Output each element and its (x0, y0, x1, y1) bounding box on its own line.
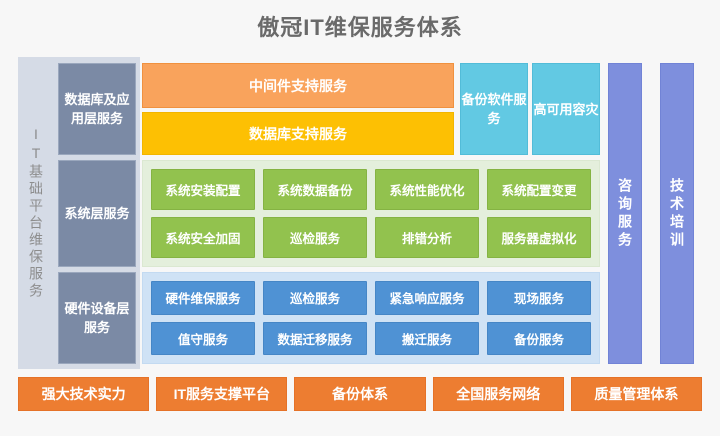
layer-label-system[interactable]: 系统层服务 (58, 160, 136, 267)
system-item-config-change[interactable]: 系统配置变更 (487, 169, 591, 210)
system-item-data-backup[interactable]: 系统数据备份 (263, 169, 367, 210)
hardware-item-duty-service[interactable]: 值守服务 (151, 321, 255, 355)
system-item-install-config[interactable]: 系统安装配置 (151, 169, 255, 210)
box-high-availability-dr[interactable]: 高可用容灾 (532, 63, 600, 155)
column-consulting-service[interactable]: 咨询服务 (608, 63, 642, 364)
system-layer-group: 系统安装配置 系统数据备份 系统性能优化 系统配置变更 系统安全加固 巡检服务 … (142, 160, 600, 267)
system-item-security-hardening[interactable]: 系统安全加固 (151, 217, 255, 258)
column-consulting-service-label: 咨询服务 (617, 177, 633, 250)
system-layer-grid: 系统安装配置 系统数据备份 系统性能优化 系统配置变更 系统安全加固 巡检服务 … (151, 169, 591, 258)
hardware-item-data-migration[interactable]: 数据迁移服务 (263, 321, 367, 355)
hardware-item-relocation-service[interactable]: 搬迁服务 (375, 321, 479, 355)
foundation-item-national-service-network[interactable]: 全国服务网络 (432, 377, 564, 411)
bar-database-support[interactable]: 数据库支持服务 (142, 112, 454, 155)
foundation-item-backup-system[interactable]: 备份体系 (294, 377, 426, 411)
hardware-item-backup-service[interactable]: 备份服务 (487, 321, 591, 355)
hardware-layer-group: 硬件维保服务 巡检服务 紧急响应服务 现场服务 值守服务 数据迁移服务 搬迁服务… (142, 272, 600, 364)
system-item-inspection-service[interactable]: 巡检服务 (263, 217, 367, 258)
foundation-item-it-service-platform[interactable]: IT服务支撑平台 (156, 377, 288, 411)
page-title: 傲冠IT维保服务体系 (257, 15, 463, 40)
layer-label-column: 数据库及应用层服务 系统层服务 硬件设备层服务 (58, 57, 136, 369)
master-band: IT基础平台维保服务 (18, 57, 54, 369)
layer-label-database-app[interactable]: 数据库及应用层服务 (58, 63, 136, 155)
foundation-item-quality-management-system[interactable]: 质量管理体系 (570, 377, 703, 411)
hardware-item-inspection-service[interactable]: 巡检服务 (263, 281, 367, 315)
system-item-performance-tuning[interactable]: 系统性能优化 (375, 169, 479, 210)
service-system-diagram: IT基础平台维保服务 数据库及应用层服务 系统层服务 硬件设备层服务 中间件支持… (18, 57, 702, 369)
system-item-troubleshooting-analysis[interactable]: 排错分析 (375, 217, 479, 258)
bar-middleware-support[interactable]: 中间件支持服务 (142, 63, 454, 108)
box-backup-software-service[interactable]: 备份软件服务 (460, 63, 528, 155)
master-band-label: IT基础平台维保服务 (28, 126, 44, 300)
system-item-server-virtualization[interactable]: 服务器虚拟化 (487, 217, 591, 258)
column-technical-training-label: 技术培训 (669, 177, 685, 250)
hardware-item-emergency-response[interactable]: 紧急响应服务 (375, 281, 479, 315)
foundation-item-technical-strength[interactable]: 强大技术实力 (18, 377, 150, 411)
layer-label-hardware[interactable]: 硬件设备层服务 (58, 272, 136, 364)
hardware-layer-grid: 硬件维保服务 巡检服务 紧急响应服务 现场服务 值守服务 数据迁移服务 搬迁服务… (151, 281, 591, 355)
foundation-bar: 强大技术实力 IT服务支撑平台 备份体系 全国服务网络 质量管理体系 (18, 377, 703, 411)
column-technical-training[interactable]: 技术培训 (660, 63, 694, 364)
hardware-item-maintenance-service[interactable]: 硬件维保服务 (151, 281, 255, 315)
hardware-item-onsite-service[interactable]: 现场服务 (487, 281, 591, 315)
